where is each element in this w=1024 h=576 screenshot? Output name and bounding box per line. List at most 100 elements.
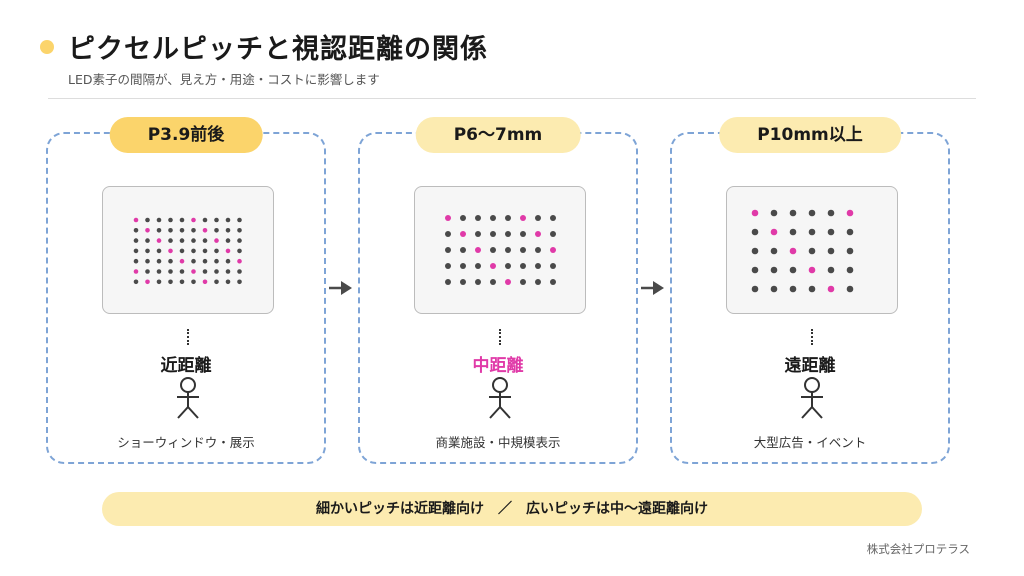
led-dot — [168, 228, 173, 233]
title-bullet-dot — [40, 40, 54, 54]
led-dot — [202, 217, 208, 223]
led-dot — [156, 248, 162, 254]
led-dot — [168, 217, 173, 223]
led-dot-pink — [145, 228, 150, 233]
led-dot — [460, 247, 466, 253]
led-dot-pink — [156, 238, 162, 243]
viewing-distance-label: 遠距離 — [784, 356, 836, 376]
led-dot — [789, 228, 797, 236]
led-dot — [168, 279, 173, 285]
led-dot — [133, 238, 139, 243]
led-dot — [846, 228, 854, 236]
led-dot — [751, 247, 759, 255]
led-dot — [846, 285, 854, 293]
arrow-right-icon — [329, 281, 352, 295]
led-dot — [214, 228, 219, 233]
viewing-distance-label: 中距離 — [472, 356, 524, 376]
led-dot — [133, 248, 139, 254]
led-dot-pink — [808, 266, 816, 274]
led-dot-pink — [827, 285, 835, 293]
led-dot — [133, 228, 139, 233]
arrow-right-icon — [641, 281, 664, 295]
led-dot — [520, 247, 526, 253]
led-dot — [550, 263, 556, 269]
led-dot — [179, 238, 185, 243]
led-dot — [145, 258, 150, 264]
led-dot — [846, 266, 854, 274]
led-dot — [202, 269, 208, 274]
led-dot — [145, 248, 150, 254]
led-dot — [145, 269, 150, 274]
led-dot-pink — [490, 263, 496, 269]
panel-wide-pitch: P10mm以上 遠距離 大型広告・イベント — [670, 117, 950, 464]
led-dot-pink — [133, 269, 139, 274]
led-dot — [827, 247, 835, 255]
led-dot — [475, 263, 481, 269]
led-dot — [145, 238, 150, 243]
led-dot — [168, 258, 173, 264]
panel-fine-pitch: P3.9前後 近距離 ショーウィンドウ・展示 — [46, 117, 326, 464]
led-dot-grid — [133, 217, 242, 285]
led-dot — [789, 266, 797, 274]
led-dot — [827, 209, 835, 217]
led-dot — [550, 279, 556, 285]
led-dot — [237, 248, 242, 254]
viewer-icon — [489, 377, 511, 419]
led-dot — [191, 248, 196, 254]
led-dot — [751, 266, 759, 274]
led-dot — [156, 217, 162, 223]
led-dot — [827, 228, 835, 236]
led-dot-pink — [179, 258, 185, 264]
led-dot — [490, 279, 496, 285]
led-dot-pink — [225, 248, 231, 254]
led-dot — [191, 279, 196, 285]
led-dot — [225, 269, 231, 274]
led-dot-pink — [237, 258, 242, 264]
led-dot — [550, 215, 556, 221]
led-dot — [225, 228, 231, 233]
led-dot — [520, 279, 526, 285]
led-dot — [202, 258, 208, 264]
led-dot — [460, 215, 466, 221]
led-dot — [808, 285, 816, 293]
led-dot — [156, 258, 162, 264]
led-dot-pink — [133, 217, 139, 223]
led-dot — [445, 279, 451, 285]
viewer-icon — [801, 377, 823, 419]
usage-label: ショーウィンドウ・展示 — [117, 435, 255, 450]
led-dot — [237, 238, 242, 243]
led-screen-wide — [726, 186, 898, 314]
led-dot — [237, 269, 242, 274]
led-dot-grid — [751, 209, 854, 293]
led-dot — [191, 228, 196, 233]
led-dot — [770, 266, 778, 274]
led-dot — [214, 217, 219, 223]
led-dot — [475, 279, 481, 285]
led-dot — [770, 285, 778, 293]
led-dot — [789, 209, 797, 217]
led-dot — [179, 248, 185, 254]
led-dot — [770, 247, 778, 255]
led-dot — [505, 215, 511, 221]
led-dot-pink — [846, 209, 854, 217]
led-dot-pink — [770, 228, 778, 236]
sight-line — [187, 329, 189, 345]
led-dot-pink — [475, 247, 481, 253]
led-dot — [214, 248, 219, 254]
led-dot — [808, 209, 816, 217]
led-dot — [751, 228, 759, 236]
company-footer: 株式会社プロテラス — [866, 542, 970, 556]
summary-banner: 細かいピッチは近距離向け ／ 広いピッチは中〜遠距離向け — [102, 492, 922, 526]
led-dot-pink — [445, 215, 451, 221]
pitch-label: P6〜7mm — [415, 117, 581, 153]
led-dot-pink — [191, 269, 196, 274]
usage-label: 商業施設・中規模表示 — [435, 435, 561, 450]
led-dot — [445, 247, 451, 253]
led-dot — [168, 238, 173, 243]
led-dot — [808, 247, 816, 255]
led-dot — [460, 279, 466, 285]
led-dot — [490, 231, 496, 237]
led-dot — [214, 279, 219, 285]
led-dot — [505, 231, 511, 237]
led-dot — [168, 269, 173, 274]
